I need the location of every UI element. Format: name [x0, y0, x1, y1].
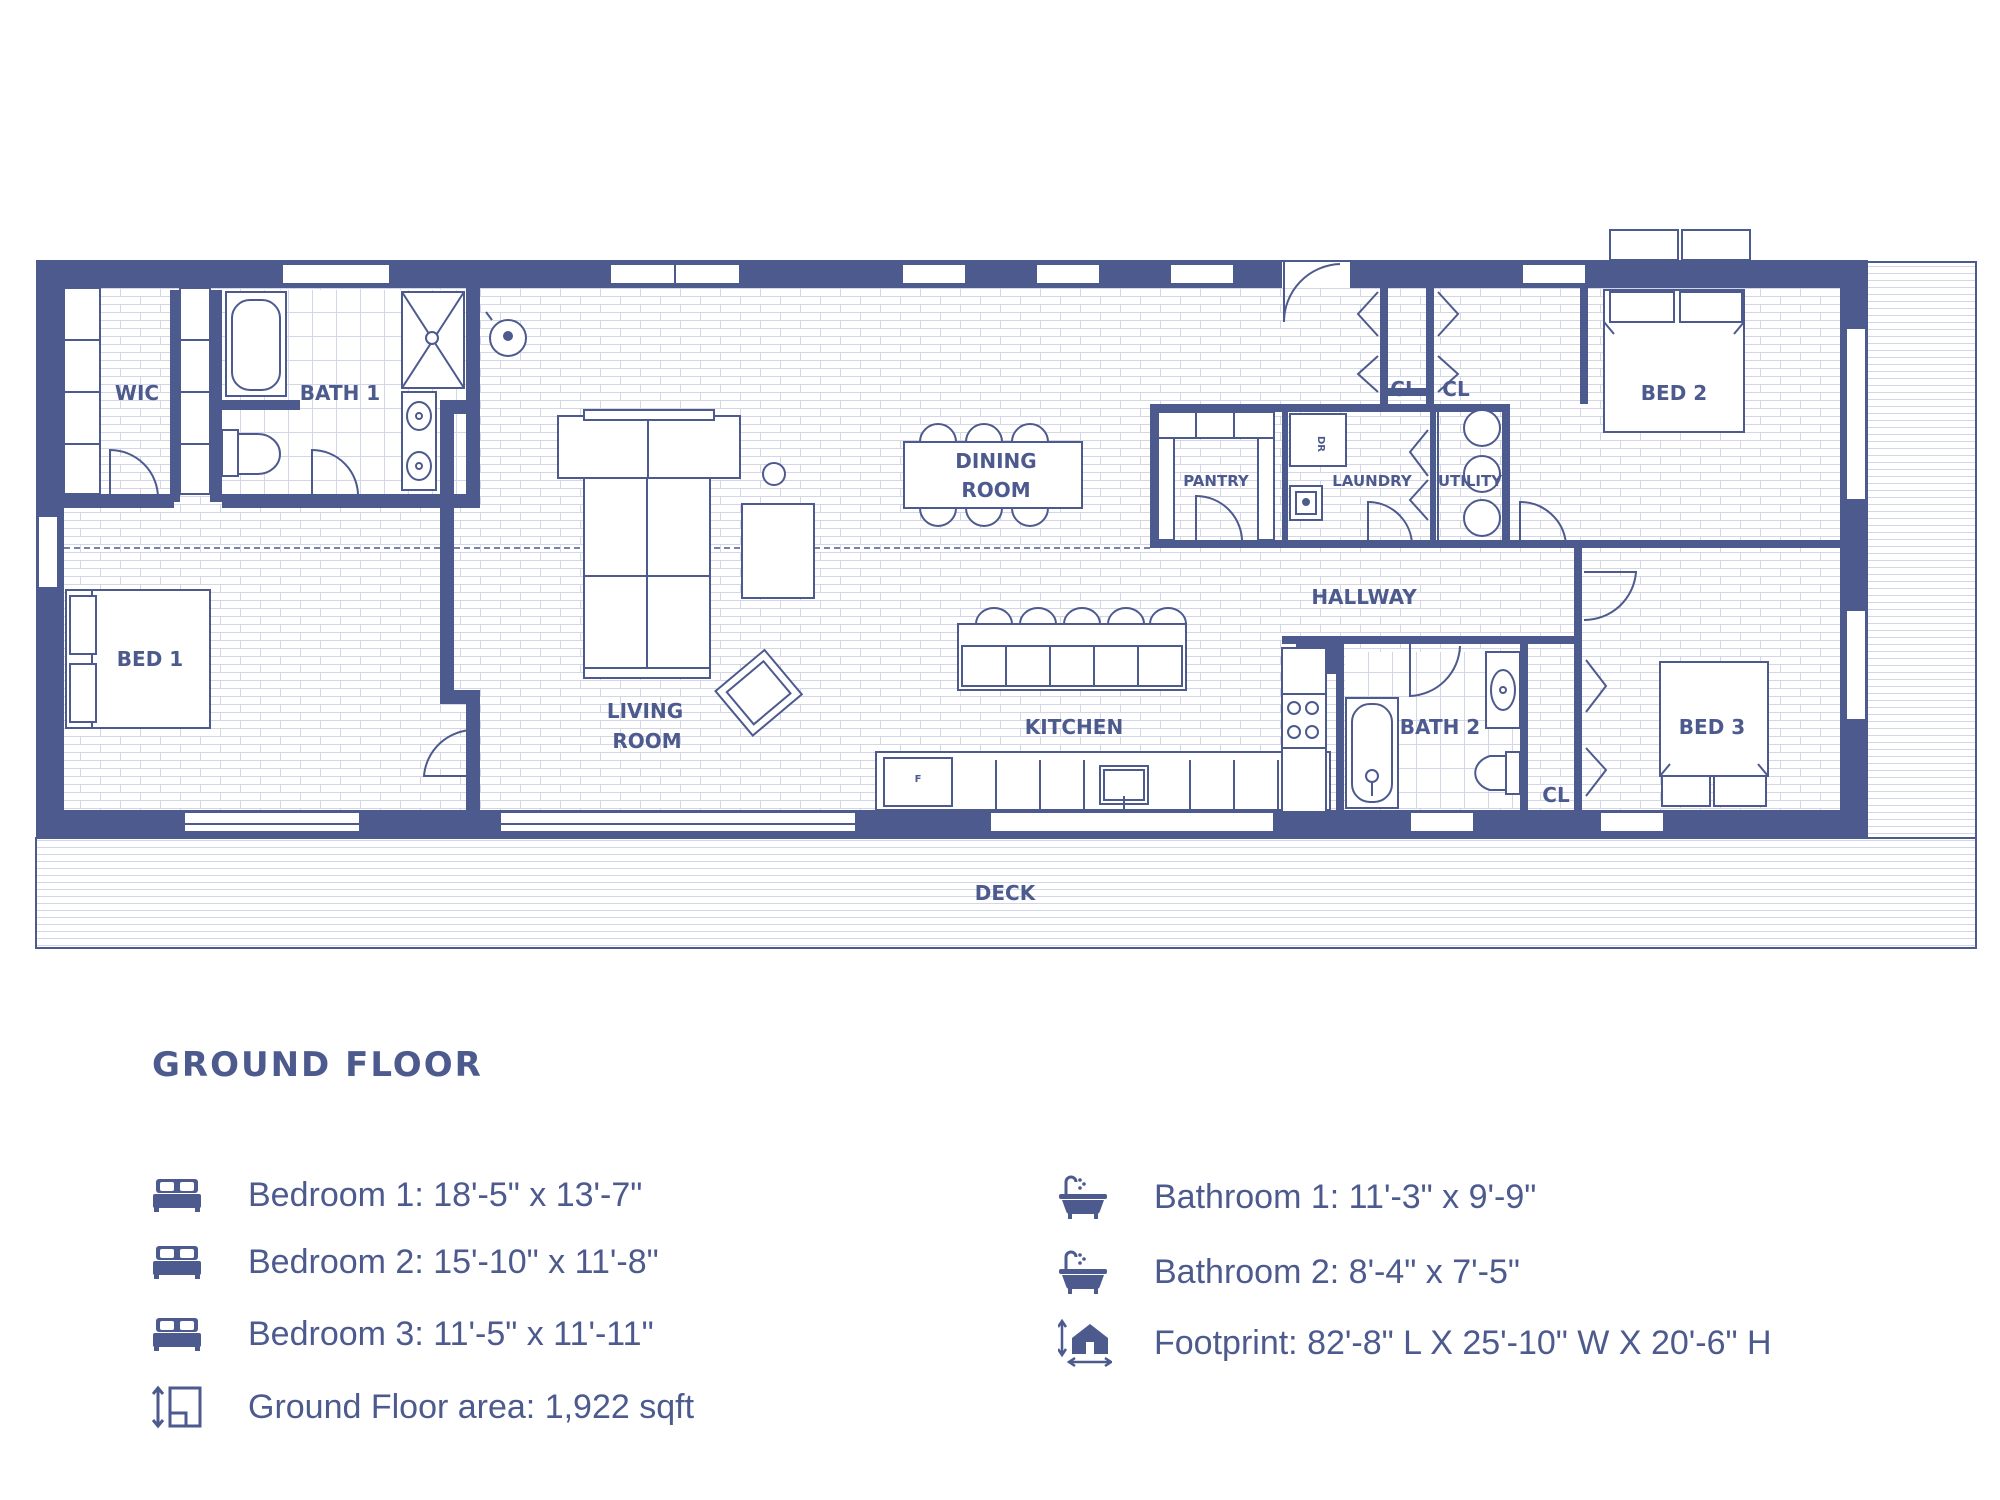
spec-bedroom-1: Bedroom 1: 18'-5" x 13'-7"	[152, 1170, 642, 1220]
room-label-pantry: PANTRY	[1183, 472, 1250, 490]
spec-text: Bedroom 2: 15'-10" x 11'-8"	[248, 1242, 659, 1281]
top-windows	[281, 262, 1587, 288]
room-label-hallway: HALLWAY	[1311, 585, 1417, 609]
living-furniture	[485, 311, 815, 737]
doors	[109, 262, 1638, 777]
room-label-cl-bottom: CL	[1542, 783, 1570, 807]
spec-footprint: Footprint: 82'-8" L X 25'-10" W X 20'-6"…	[1058, 1318, 1772, 1368]
wic-shelving	[63, 287, 211, 495]
spec-text: Footprint: 82'-8" L X 25'-10" W X 20'-6"…	[1154, 1323, 1772, 1362]
house-dimensions-icon	[1058, 1318, 1114, 1368]
room-label-deck: DECK	[975, 881, 1037, 905]
legend-title: GROUND FLOOR	[152, 1045, 483, 1085]
room-label-bath1: BATH 1	[300, 381, 380, 405]
bed-icon	[152, 1309, 208, 1359]
room-label-cl-top-right: CL	[1442, 377, 1470, 401]
bath1-fixtures	[221, 291, 465, 491]
room-label-bed3: BED 3	[1679, 715, 1745, 739]
floor-area-icon	[152, 1382, 208, 1432]
room-label-dining-1: DINING	[955, 449, 1036, 473]
spec-bathroom-1: Bathroom 1: 11'-3" x 9'-9"	[1058, 1172, 1536, 1222]
service-fixtures	[1157, 409, 1501, 541]
bed2-window-bay	[1609, 229, 1751, 261]
closet-doors	[1356, 291, 1608, 797]
side-deck	[1865, 261, 1977, 839]
room-label-utility: UTILITY	[1438, 472, 1503, 490]
room-label-bed1: BED 1	[117, 647, 183, 671]
fridge-label: F	[915, 774, 922, 785]
spec-text: Ground Floor area: 1,922 sqft	[248, 1387, 695, 1426]
room-label-living-2: ROOM	[612, 729, 681, 753]
bathtub-icon	[1058, 1247, 1114, 1297]
spec-bedroom-2: Bedroom 2: 15'-10" x 11'-8"	[152, 1237, 659, 1287]
bathtub-icon	[1058, 1172, 1114, 1222]
fridge	[883, 757, 953, 807]
spec-text: Bathroom 1: 11'-3" x 9'-9"	[1154, 1177, 1537, 1216]
spec-bathroom-2: Bathroom 2: 8'-4" x 7'-5"	[1058, 1247, 1520, 1297]
interior-walls	[64, 286, 1862, 838]
bottom-windows	[183, 811, 1665, 833]
spec-bedroom-3: Bedroom 3: 11'-5" x 11'-11"	[152, 1309, 654, 1359]
dryer-label: DR	[1315, 436, 1326, 452]
spec-floor-area: Ground Floor area: 1,922 sqft	[152, 1382, 694, 1432]
room-label-bed2: BED 2	[1641, 381, 1707, 405]
spec-text: Bedroom 3: 11'-5" x 11'-11"	[248, 1314, 654, 1353]
bed-icon	[152, 1237, 208, 1287]
room-label-wic: WIC	[115, 381, 159, 405]
room-label-kitchen: KITCHEN	[1025, 715, 1123, 739]
bed-icon	[152, 1170, 208, 1220]
room-label-bath2: BATH 2	[1400, 715, 1480, 739]
side-windows	[37, 327, 1867, 721]
beds	[65, 289, 1769, 807]
deck-area	[35, 837, 1977, 949]
room-label-living-1: LIVING	[607, 699, 683, 723]
dining-table	[903, 423, 1083, 527]
spec-text: Bedroom 1: 18'-5" x 13'-7"	[248, 1175, 643, 1214]
room-label-laundry: LAUNDRY	[1332, 472, 1413, 490]
spec-text: Bathroom 2: 8'-4" x 7'-5"	[1154, 1252, 1520, 1291]
room-label-dining-2: ROOM	[961, 478, 1030, 502]
room-label-cl-top-left: CL	[1390, 377, 1418, 401]
bath2-fixtures	[1345, 651, 1521, 809]
